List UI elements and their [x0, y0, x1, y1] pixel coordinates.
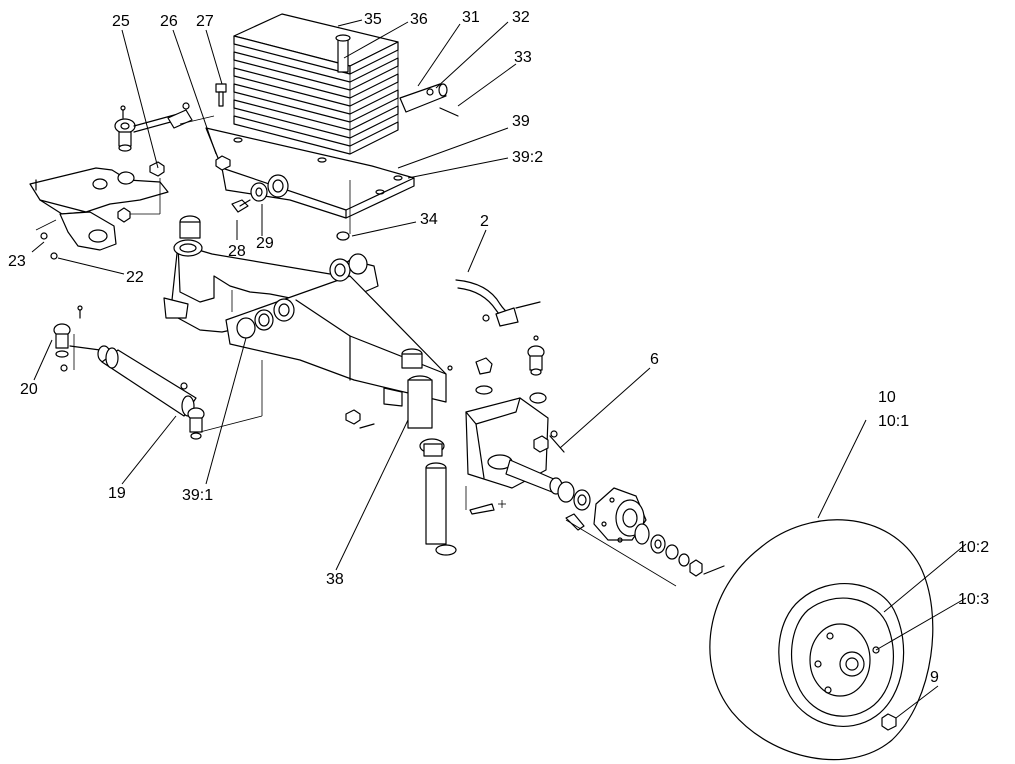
callout-27: 27 — [196, 13, 214, 30]
callout-25: 25 — [112, 13, 130, 30]
pivot-pin — [399, 83, 459, 117]
spindle-assembly — [465, 357, 725, 577]
callout-19: 19 — [108, 485, 126, 502]
callout-10-2: 10:2 — [958, 539, 989, 556]
callout-35: 35 — [364, 11, 382, 28]
callout-6: 6 — [650, 351, 659, 368]
assembly-guide-lines — [35, 115, 677, 587]
callout-31: 31 — [462, 9, 480, 26]
callout-33: 33 — [514, 49, 532, 66]
callout-34: 34 — [420, 211, 438, 228]
callout-22: 22 — [126, 269, 144, 286]
wheel-assembly — [709, 519, 934, 761]
front-frame — [163, 215, 457, 556]
callout-9: 9 — [930, 669, 939, 686]
callout-38: 38 — [326, 571, 344, 588]
callout-32: 32 — [512, 9, 530, 26]
callout-29: 29 — [256, 235, 274, 252]
callout-2: 2 — [480, 213, 489, 230]
steering-cylinder — [53, 305, 205, 440]
callout-28: 28 — [228, 243, 246, 260]
callout-39-1: 39:1 — [182, 487, 213, 504]
callout-39-2: 39:2 — [512, 149, 543, 166]
callout-26: 26 — [160, 13, 178, 30]
callout-10-1: 10:1 — [878, 413, 909, 430]
weight-stack — [233, 13, 399, 173]
callout-23: 23 — [8, 253, 26, 270]
steering-linkage — [29, 102, 193, 260]
callout-10: 10 — [878, 389, 896, 406]
callout-20: 20 — [20, 381, 38, 398]
callout-36: 36 — [410, 11, 428, 28]
top-hardware — [215, 83, 350, 241]
callout-10-3: 10:3 — [958, 591, 989, 608]
steering-rod — [455, 279, 545, 376]
leader-lines — [31, 19, 967, 719]
callout-39: 39 — [512, 113, 530, 130]
callout-labels: 35 36 31 32 33 25 26 27 39 39:2 34 2 28 … — [8, 9, 989, 686]
